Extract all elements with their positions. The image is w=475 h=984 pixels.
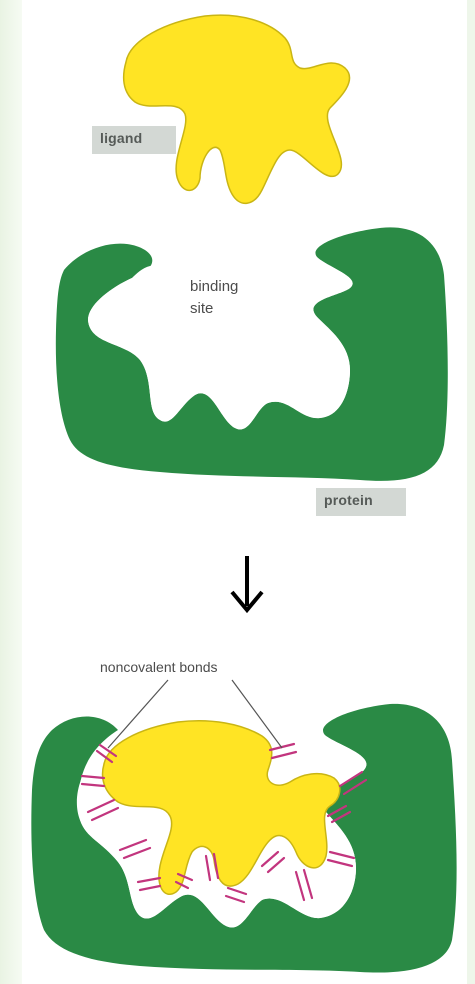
protein-label: protein xyxy=(316,488,406,516)
binding-site-label-line1: binding xyxy=(190,276,238,298)
down-arrow-icon xyxy=(232,556,262,610)
ligand-shape xyxy=(124,15,350,203)
binding-site-label-line2: site xyxy=(190,298,238,320)
binding-site-label: binding site xyxy=(190,276,238,320)
noncovalent-bonds-label: noncovalent bonds xyxy=(100,656,218,678)
ligand-label: ligand xyxy=(92,126,176,154)
